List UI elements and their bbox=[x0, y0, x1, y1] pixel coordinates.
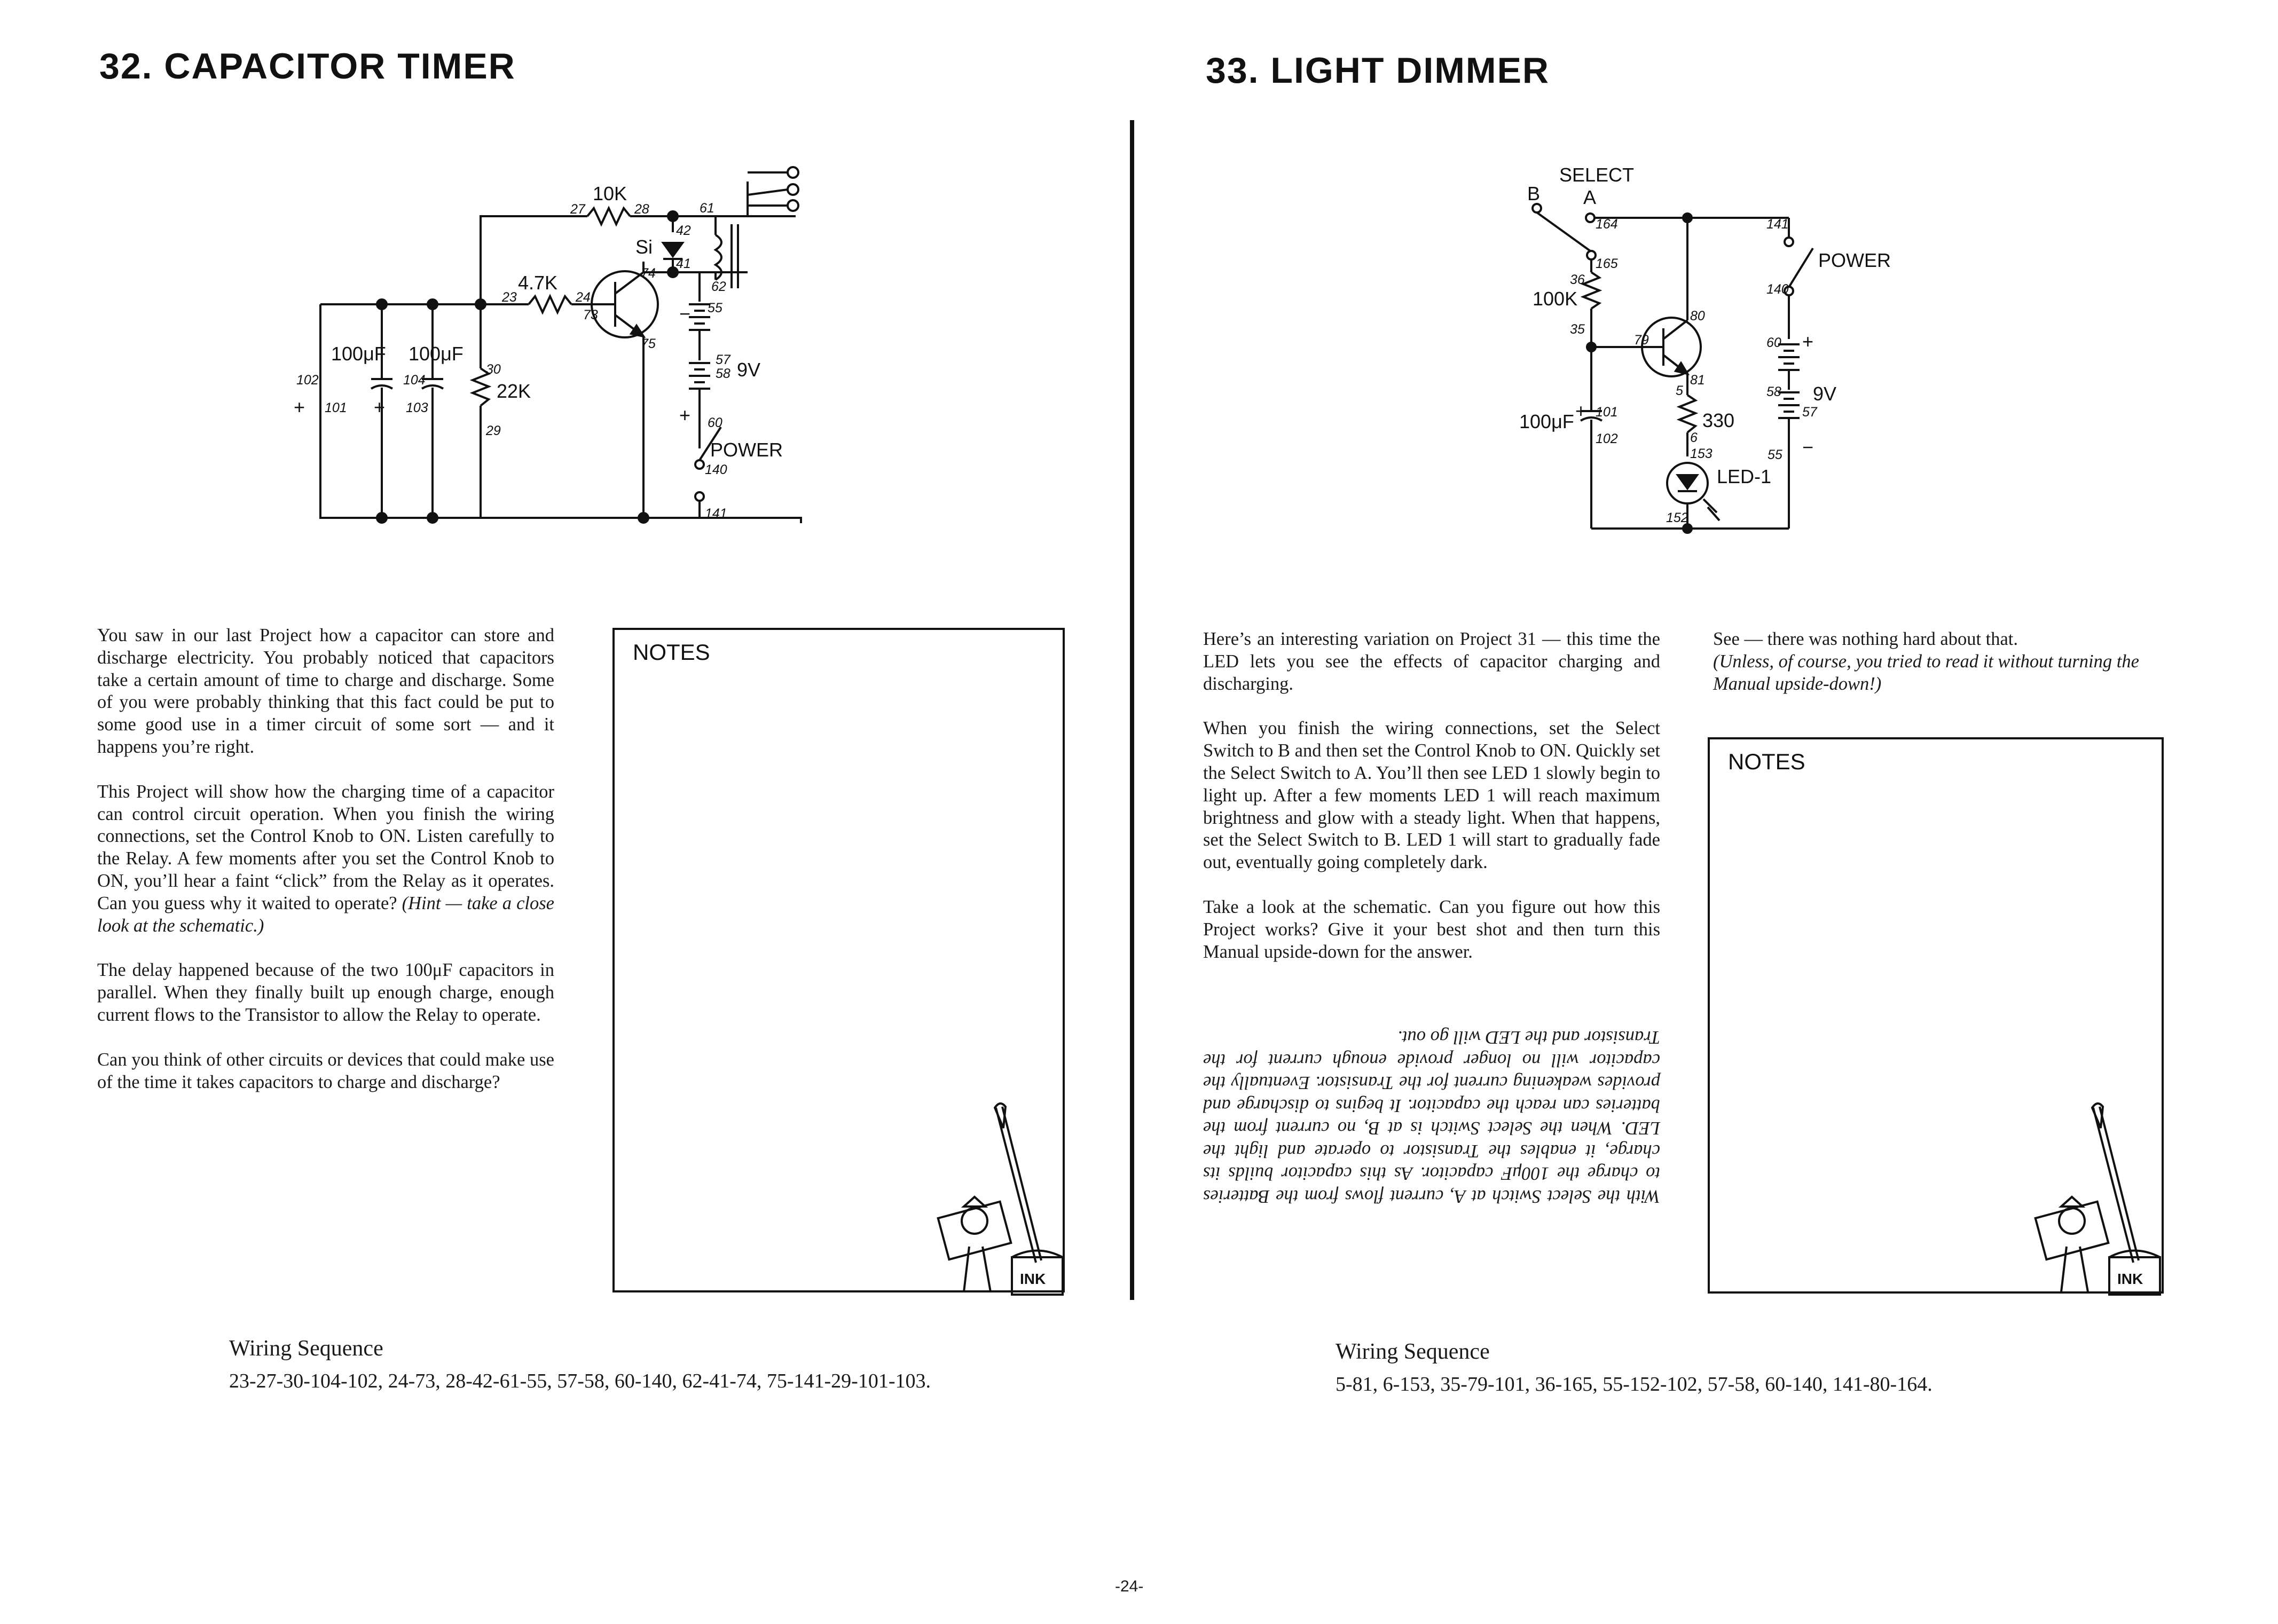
polarity-label: + bbox=[374, 396, 385, 418]
pin-number-label: 28 bbox=[634, 202, 649, 217]
ink-mascot-icon: INK bbox=[937, 1102, 1064, 1296]
upside-down-answer: With the Select Switch at A, current flo… bbox=[1203, 1027, 1660, 1207]
select-label: SELECT bbox=[1559, 165, 1634, 186]
res-330-label: 330 bbox=[1702, 409, 1734, 431]
right-wiring-title: Wiring Sequence bbox=[1336, 1339, 1490, 1364]
power-label: POWER bbox=[710, 439, 783, 461]
pin-number-label: 153 bbox=[1690, 446, 1713, 461]
pin-number-label: 36 bbox=[1570, 272, 1585, 287]
res-47k-label: 4.7K bbox=[518, 272, 557, 294]
left-paragraph-4: Can you think of other circuits or devic… bbox=[97, 1049, 554, 1092]
left-body-text: You saw in our last Project how a capaci… bbox=[97, 625, 554, 1116]
polarity-label: + bbox=[679, 404, 690, 426]
right-paragraph-1: Here’s an interesting variation on Proje… bbox=[1203, 629, 1660, 694]
ink-mascot-icon: INK bbox=[2034, 1102, 2161, 1296]
pin-number-label: 24 bbox=[575, 290, 591, 305]
res-100k-label: 100K bbox=[1533, 288, 1577, 310]
pin-number-label: 23 bbox=[501, 290, 517, 305]
right-paragraph-2: When you finish the wiring connections, … bbox=[1203, 718, 1660, 873]
pin-number-label: 141 bbox=[705, 506, 727, 521]
left-paragraph-3: The delay happened because of the two 10… bbox=[97, 960, 554, 1025]
pin-number-label: 60 bbox=[708, 415, 722, 430]
right-body-text: Here’s an interesting variation on Proje… bbox=[1203, 628, 1660, 986]
pin-number-label: 60 bbox=[1766, 335, 1781, 350]
pin-number-label: 164 bbox=[1596, 217, 1618, 232]
left-wiring-sequence: 23-27-30-104-102, 24-73, 28-42-61-55, 57… bbox=[229, 1370, 931, 1392]
pin-number-label: 57 bbox=[716, 352, 731, 367]
right-notes-label: NOTES bbox=[1728, 749, 1805, 774]
pin-number-label: 62 bbox=[711, 279, 726, 294]
pin-number-label: 35 bbox=[1570, 322, 1585, 337]
cap1-label: 100μF bbox=[331, 343, 386, 365]
light-dimmer-schematic: SELECT B A 100K 330 100μF LED-1 9V POWER… bbox=[1519, 165, 1891, 534]
cap2-label: 100μF bbox=[409, 343, 464, 365]
left-wiring-title: Wiring Sequence bbox=[229, 1336, 383, 1361]
polarity-label: + bbox=[1575, 400, 1586, 422]
capacitor-timer-schematic: 10K 4.7K 22K 100μF 100μF Si 9V POWER + +… bbox=[294, 166, 802, 524]
polarity-label: − bbox=[1802, 436, 1813, 458]
diode-label: Si bbox=[635, 236, 653, 258]
pin-number-label: 27 bbox=[570, 202, 586, 217]
left-notes-box: NOTES bbox=[612, 628, 1065, 1292]
pin-number-label: 104 bbox=[403, 373, 426, 388]
pin-number-label: 55 bbox=[708, 301, 722, 316]
left-notes-label: NOTES bbox=[633, 640, 710, 665]
polarity-label: − bbox=[679, 303, 690, 325]
aside-text: See — there was nothing hard about that. bbox=[1713, 629, 2018, 649]
project-32-title: 32. CAPACITOR TIMER bbox=[99, 46, 516, 86]
right-notes-box: NOTES bbox=[1708, 737, 2164, 1294]
left-paragraph-1: You saw in our last Project how a capaci… bbox=[97, 625, 554, 757]
polarity-label: + bbox=[294, 396, 305, 418]
pin-number-label: 41 bbox=[676, 256, 691, 271]
mascot-label: INK bbox=[2117, 1271, 2143, 1287]
left-paragraph-2: This Project will show how the charging … bbox=[97, 781, 554, 936]
page-divider bbox=[1130, 120, 1134, 1300]
pin-number-label: 57 bbox=[1802, 405, 1818, 420]
mascot-label: INK bbox=[1020, 1271, 1046, 1287]
battery-label: 9V bbox=[1813, 383, 1836, 405]
pin-number-label: 73 bbox=[583, 308, 598, 322]
right-wiring-sequence: 5-81, 6-153, 35-79-101, 36-165, 55-152-1… bbox=[1336, 1373, 1933, 1396]
pin-number-label: 5 bbox=[1676, 383, 1683, 398]
led-label: LED-1 bbox=[1717, 466, 1771, 487]
pin-number-label: 30 bbox=[486, 362, 501, 377]
pin-number-label: 80 bbox=[1690, 309, 1705, 324]
pin-number-label: 58 bbox=[1766, 384, 1781, 399]
res-22k-label: 22K bbox=[497, 380, 531, 402]
pin-number-label: 74 bbox=[641, 266, 656, 281]
project-33-title: 33. LIGHT DIMMER bbox=[1206, 50, 1550, 91]
power-label: POWER bbox=[1818, 249, 1891, 271]
hint-text: (Hint — take a close look at the schemat… bbox=[97, 893, 554, 936]
pin-number-label: 101 bbox=[1596, 405, 1618, 420]
pin-number-label: 140 bbox=[705, 462, 727, 477]
pin-number-label: 81 bbox=[1690, 373, 1705, 388]
battery-label: 9V bbox=[737, 359, 760, 381]
pin-number-label: 102 bbox=[296, 373, 319, 388]
aside-italic-text: (Unless, of course, you tried to read it… bbox=[1713, 651, 2139, 694]
right-aside: See — there was nothing hard about that.… bbox=[1713, 628, 2172, 695]
select-a-label: A bbox=[1583, 186, 1596, 208]
pin-number-label: 79 bbox=[1634, 333, 1649, 348]
res-10k-label: 10K bbox=[593, 183, 627, 204]
pin-number-label: 55 bbox=[1768, 447, 1782, 462]
page-number: -24- bbox=[1115, 1578, 1144, 1595]
pin-number-label: 152 bbox=[1666, 510, 1688, 525]
pin-number-label: 165 bbox=[1596, 256, 1618, 271]
pin-number-label: 102 bbox=[1596, 431, 1618, 446]
pin-number-label: 42 bbox=[676, 223, 691, 238]
cap-label: 100μF bbox=[1519, 411, 1574, 432]
pin-number-label: 75 bbox=[641, 336, 656, 351]
pin-number-label: 61 bbox=[700, 201, 714, 216]
pin-number-label: 103 bbox=[406, 400, 428, 415]
pin-number-label: 141 bbox=[1766, 217, 1789, 232]
select-b-label: B bbox=[1527, 183, 1540, 204]
right-paragraph-3: Take a look at the schematic. Can you fi… bbox=[1203, 896, 1660, 962]
pin-number-label: 6 bbox=[1690, 430, 1698, 445]
pin-number-label: 101 bbox=[325, 400, 347, 415]
pin-number-label: 140 bbox=[1766, 282, 1789, 297]
polarity-label: + bbox=[1802, 330, 1813, 352]
pin-number-label: 58 bbox=[716, 366, 730, 381]
pin-number-label: 29 bbox=[485, 423, 501, 438]
